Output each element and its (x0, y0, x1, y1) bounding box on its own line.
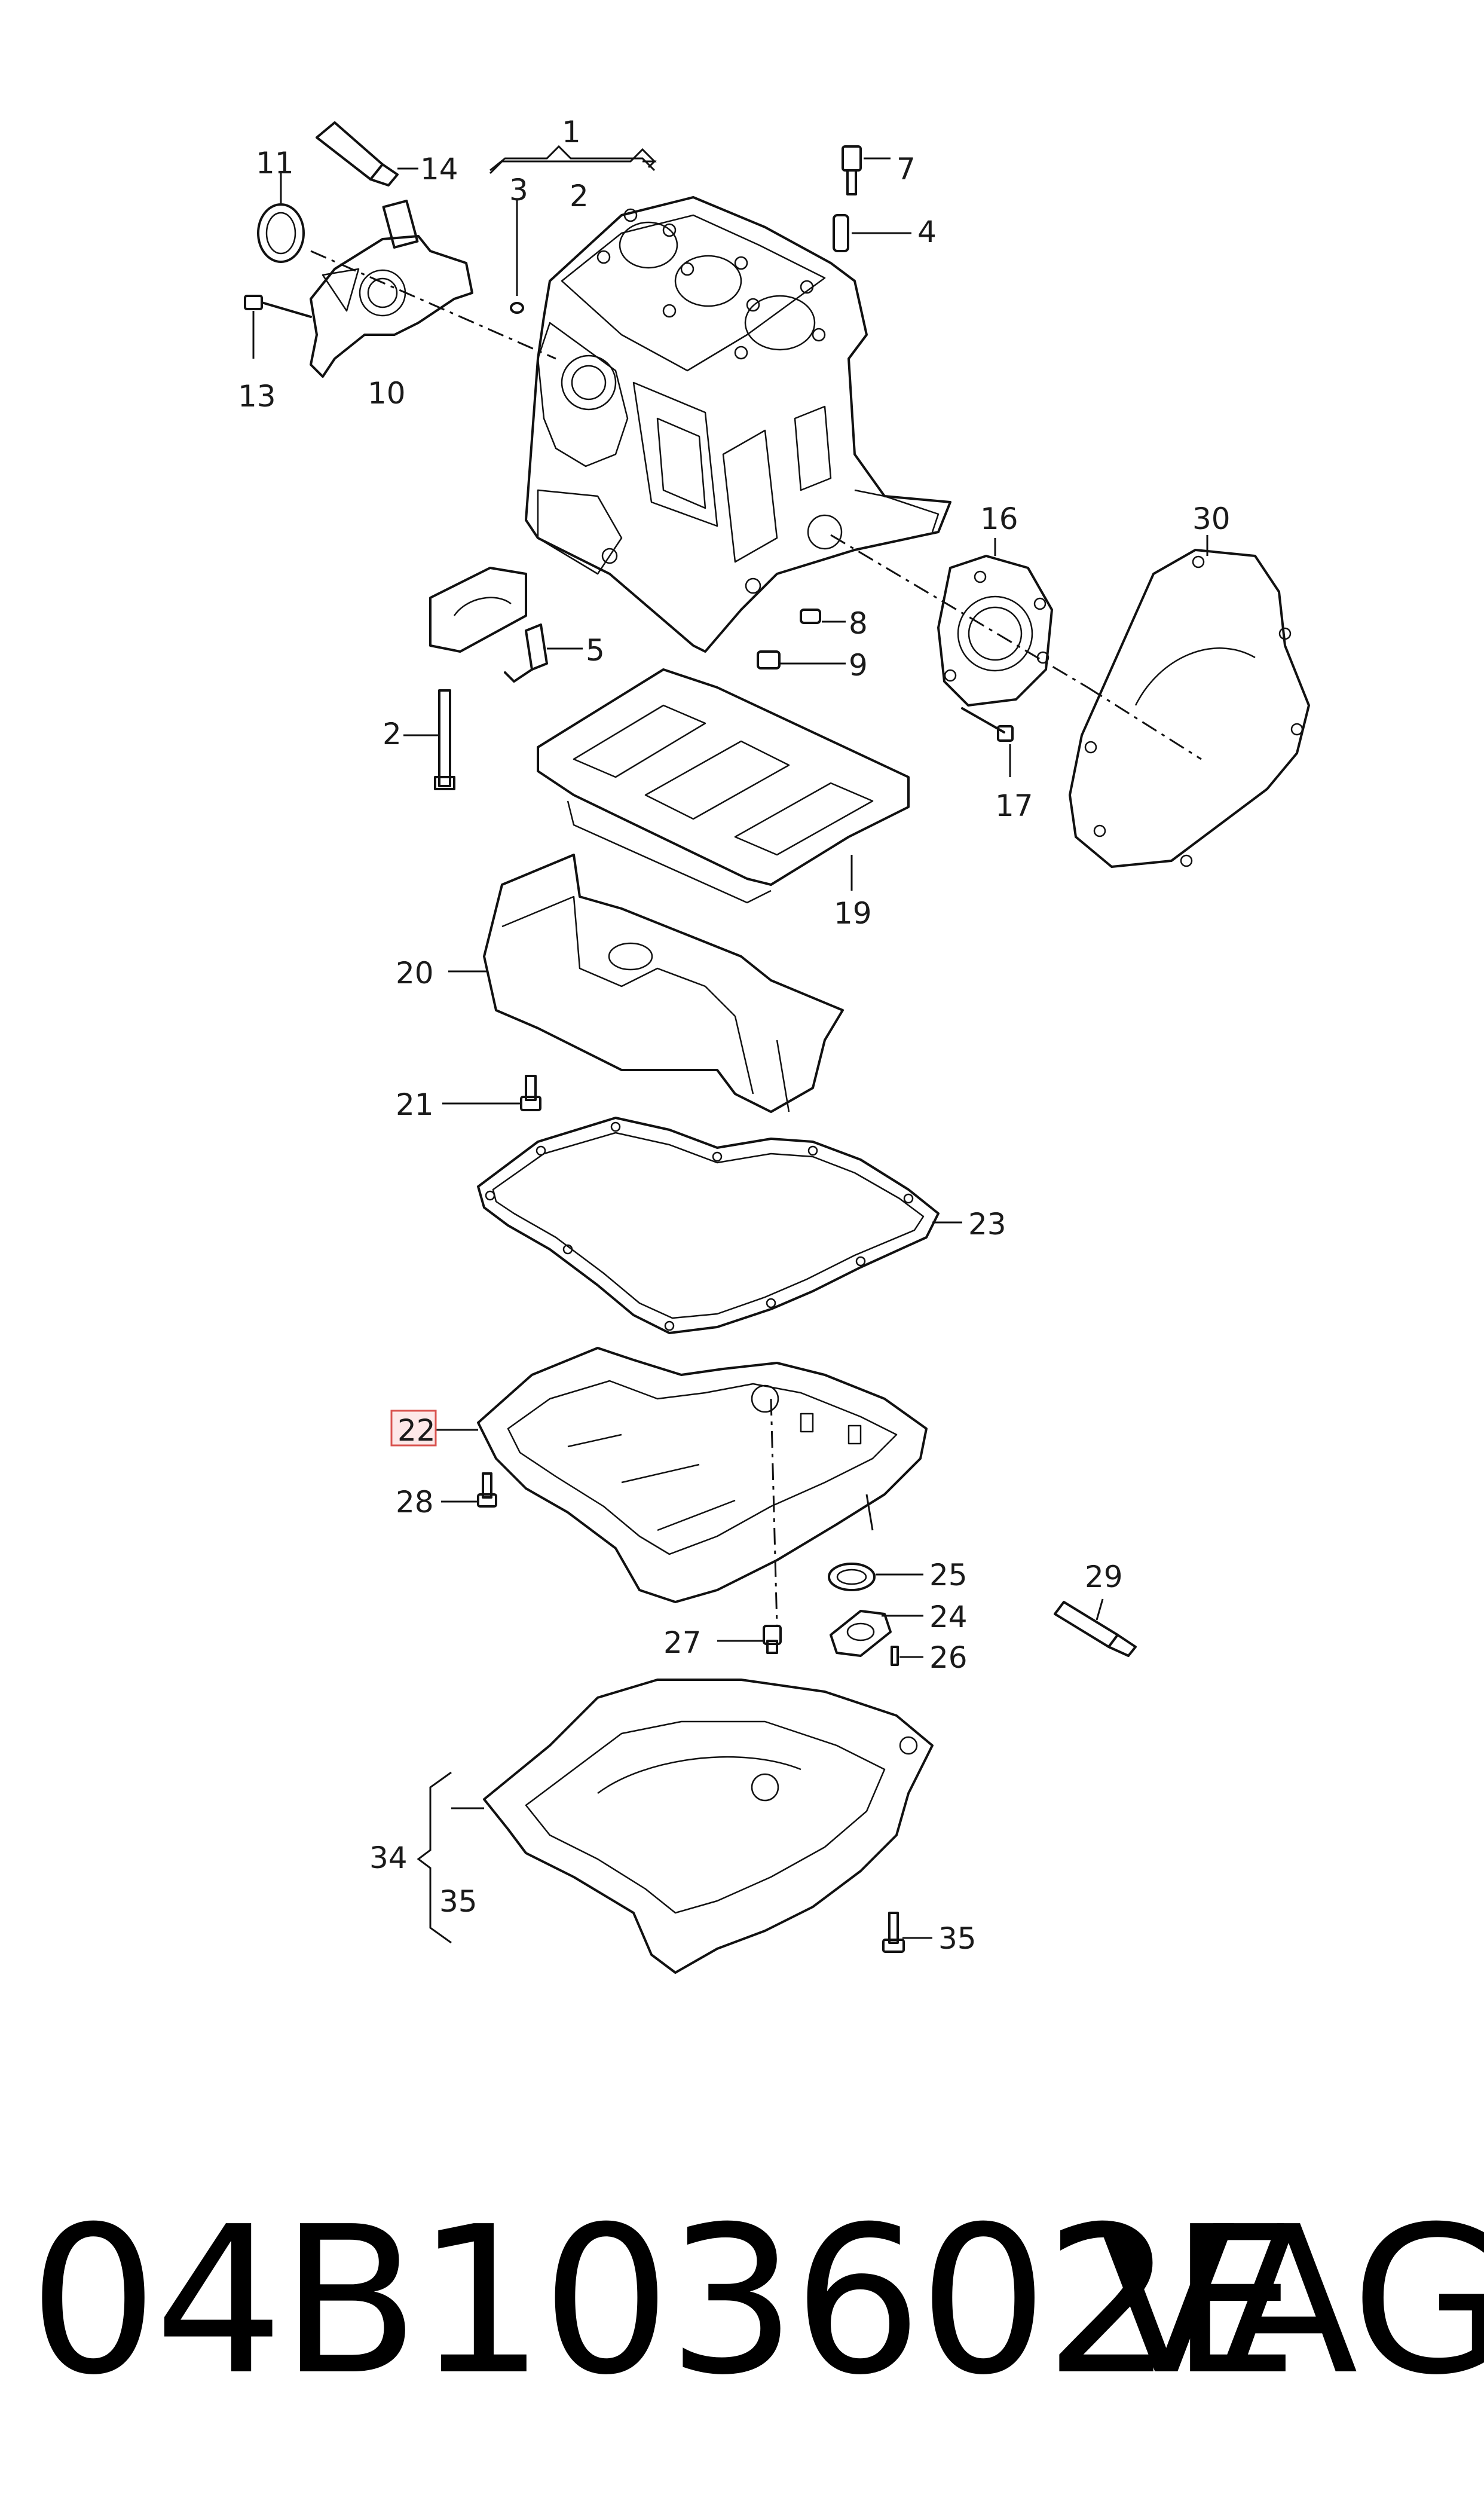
callout-30: 30 (1192, 502, 1231, 536)
callout-1: 1 (562, 115, 581, 149)
dowel-pin-part (757, 609, 846, 669)
callout-2: 2 (570, 179, 589, 213)
bearing-cap-part (403, 567, 527, 790)
callout-2b: 2 (383, 717, 402, 751)
callout-19: 19 (834, 896, 872, 931)
callout-34: 34 (369, 1841, 408, 1875)
callout-23: 23 (968, 1207, 1006, 1242)
shaft-seal-part (257, 173, 305, 263)
footer-caption: 04B103602E VAG (0, 2176, 1484, 2427)
bolt-part (961, 707, 1014, 777)
bolt-part (441, 1472, 497, 1508)
oil-baffle-part (448, 854, 844, 1113)
callout-9: 9 (849, 648, 868, 683)
seal-ring-part (828, 1563, 923, 1591)
stud-bolt-part (842, 145, 891, 195)
intermediate-plate-part (1069, 535, 1310, 868)
callout-21: 21 (396, 1087, 434, 1122)
plug-part (510, 200, 524, 314)
callout-25: 25 (929, 1558, 968, 1592)
gasket-part (477, 1117, 962, 1334)
callout-7: 7 (896, 152, 916, 187)
callout-22-highlight (390, 1410, 437, 1447)
dowel-pin-part (833, 214, 911, 252)
callout-20: 20 (396, 956, 434, 990)
callout-29: 29 (1085, 1560, 1123, 1594)
callout-14: 14 (420, 152, 458, 187)
callout-16: 16 (980, 502, 1018, 536)
callout-27: 27 (663, 1625, 702, 1660)
callout-11: 11 (256, 146, 294, 181)
bolt-part (442, 1075, 541, 1111)
flange-part (830, 1610, 923, 1657)
callout-5: 5 (586, 633, 605, 668)
oil-pan-part (436, 1347, 928, 1603)
callout-24: 24 (929, 1600, 968, 1634)
engine-block-part (525, 196, 951, 653)
callout-35: 35 (439, 1884, 478, 1919)
callout-26: 26 (929, 1640, 968, 1675)
lower-cover-part (451, 1679, 934, 1974)
screw-part (891, 1646, 923, 1666)
assembly-guide-lines (310, 250, 1202, 1627)
ladder-frame-part (537, 668, 910, 904)
group-brackets (417, 145, 657, 1944)
callout-22: 22 (397, 1413, 436, 1448)
bolt-part (244, 295, 312, 359)
callout-10: 10 (368, 376, 406, 411)
sealant-tube-part (1054, 1598, 1137, 1657)
part-number: 04B103602E (29, 2183, 1299, 2420)
callout-17: 17 (995, 788, 1033, 823)
callout-4: 4 (917, 215, 937, 249)
sealant-tube-part (316, 121, 418, 187)
callout-labels: 1 2 3 4 7 11 14 13 10 8 9 5 2 16 30 17 1… (238, 115, 1231, 1956)
drain-plug-part (717, 1625, 782, 1654)
oil-jet-part (504, 623, 583, 683)
callout-3: 3 (509, 173, 528, 207)
callout-35b: 35 (938, 1921, 977, 1956)
bolt-part (882, 1912, 932, 1953)
callout-8: 8 (849, 606, 868, 641)
rear-seal-flange-part (937, 538, 1053, 707)
front-cover-part (310, 200, 473, 378)
brand-name: VAG (1097, 2183, 1484, 2420)
callout-13: 13 (238, 379, 276, 414)
callout-28: 28 (396, 1485, 434, 1520)
